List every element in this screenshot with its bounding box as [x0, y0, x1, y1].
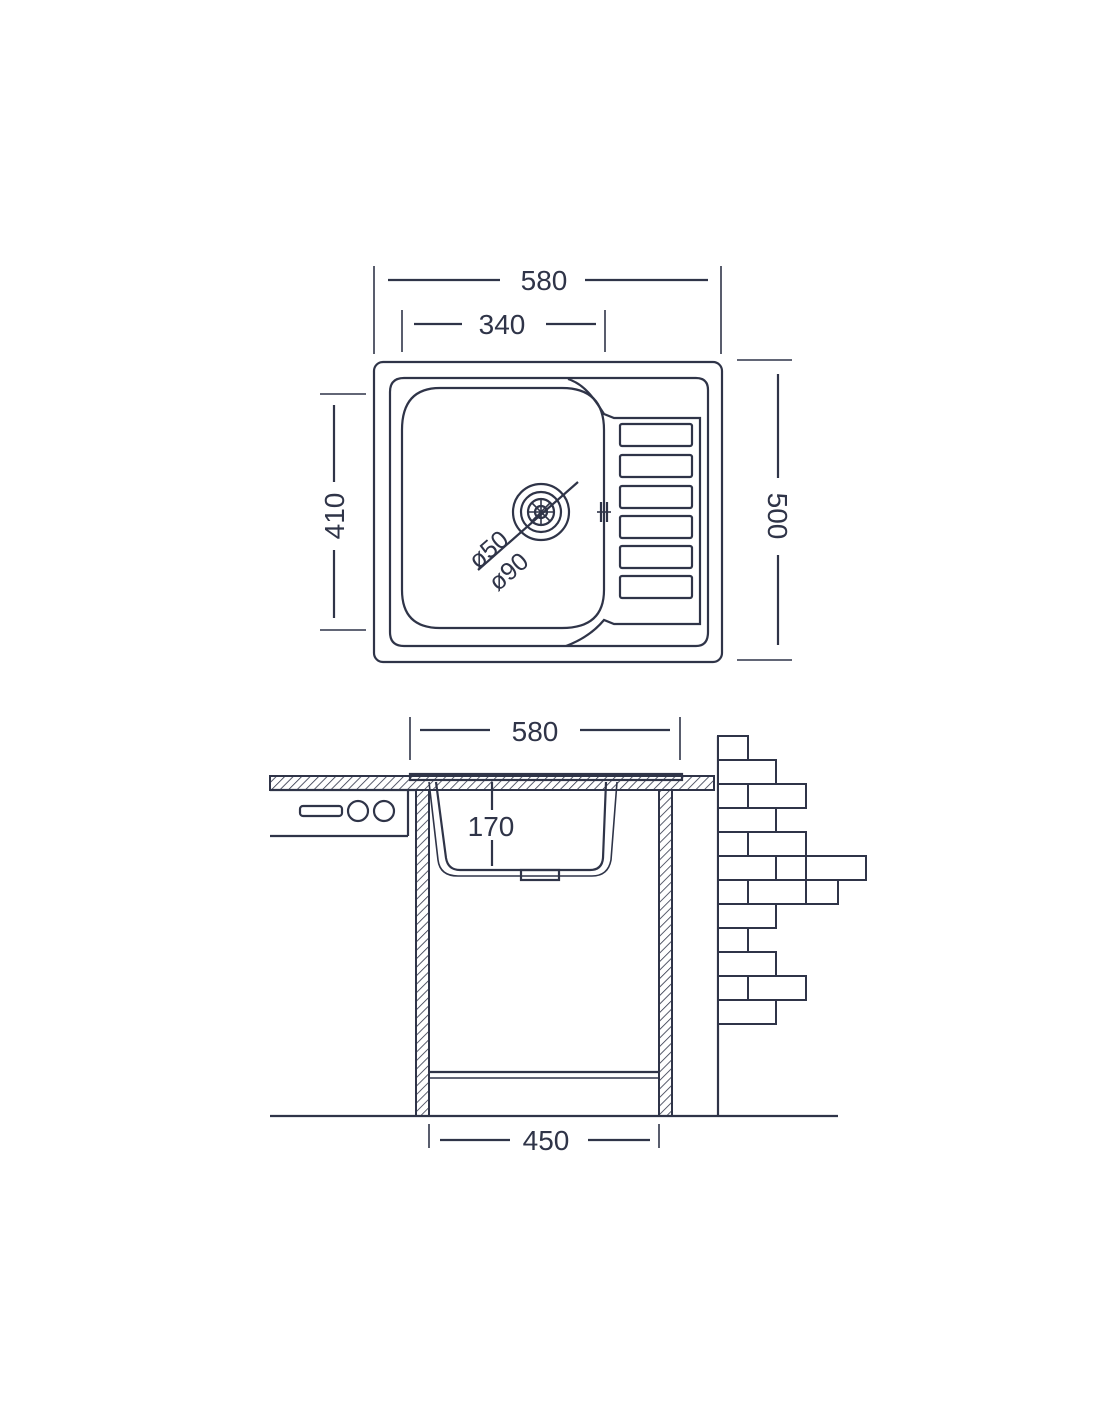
- dimension-cabinet-width: 450: [428, 1124, 660, 1156]
- bowl-width-label: 340: [479, 309, 526, 340]
- oven-handle-icon: [298, 804, 344, 818]
- drain-icon: [511, 482, 571, 542]
- cabinet-width-label: 450: [523, 1125, 570, 1156]
- overall-depth-label: 500: [762, 493, 793, 540]
- drain-outlet-icon: [519, 868, 561, 882]
- sink-inner-edge: [388, 376, 710, 648]
- dimension-bowl-depth: 410: [319, 393, 366, 631]
- dimension-bowl-width: 340: [401, 309, 606, 352]
- section-width-label: 580: [512, 716, 559, 747]
- overall-width-label: 580: [521, 265, 568, 296]
- dimension-overall-width: 580: [373, 265, 722, 354]
- sink-bowl-profile: [434, 781, 608, 872]
- adjacent-cabinet: [270, 790, 410, 838]
- brick-wall: [717, 735, 867, 1025]
- overflow-icon: [597, 502, 611, 522]
- cabinet-right-panel: [658, 789, 673, 1117]
- bowl-height-label: 170: [468, 811, 515, 842]
- knob-icon: [346, 799, 370, 823]
- diameter-leader: [477, 481, 579, 571]
- sink-outer-rim: [372, 360, 724, 664]
- drainer-edge: [565, 377, 702, 648]
- drainer-ribs: [618, 422, 694, 600]
- top-view: 580 340 500 410: [319, 265, 793, 664]
- dimension-overall-depth: 500: [737, 359, 793, 661]
- bowl-depth-label: 410: [319, 493, 350, 540]
- sink-bowl: [400, 386, 606, 630]
- cabinet-left-panel: [415, 789, 430, 1117]
- sink-flange: [408, 772, 684, 782]
- dimension-section-width: 580: [409, 716, 681, 760]
- knob-icon: [372, 799, 396, 823]
- section-view: 580 170: [269, 716, 867, 1156]
